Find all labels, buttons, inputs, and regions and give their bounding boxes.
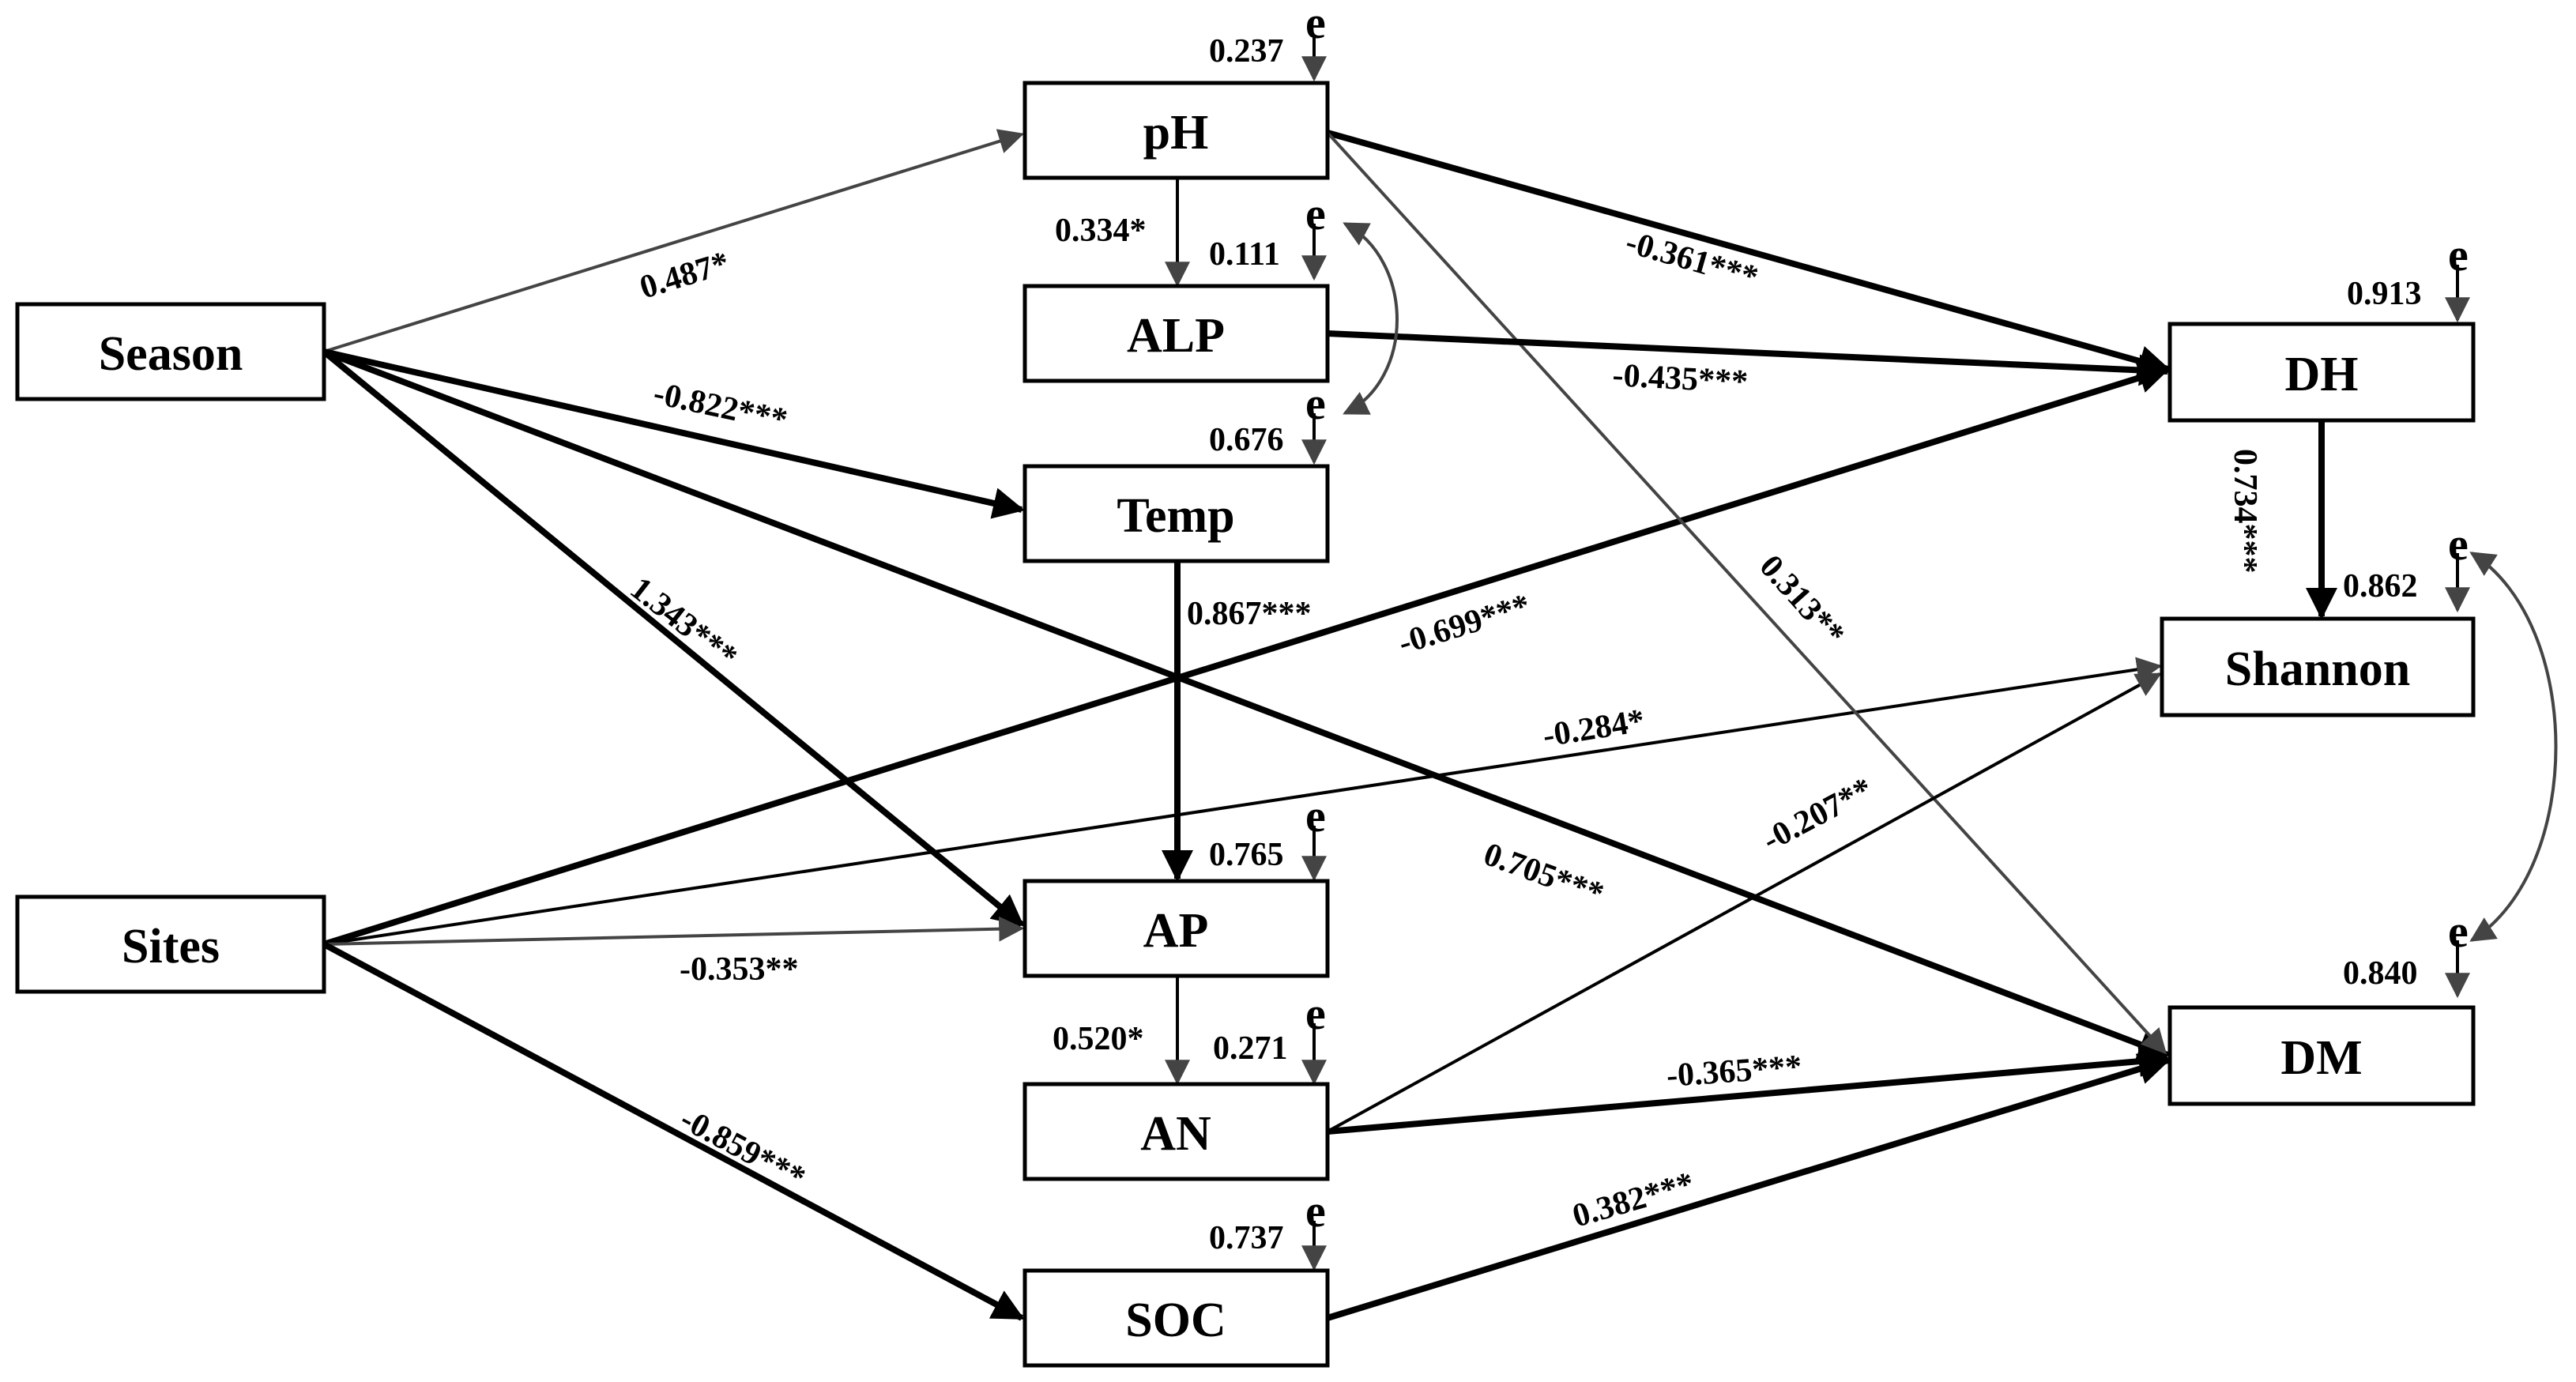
- node-ph: pH: [1022, 81, 1330, 180]
- path-season-ap: [322, 348, 1025, 928]
- path-an-dm: [1327, 1045, 2171, 1135]
- r2-shannon: 0.862: [2343, 568, 2418, 604]
- coef-sites-ap: -0.353**: [680, 951, 799, 988]
- error-symbol-dm: e: [2448, 906, 2469, 957]
- node-alp-label: ALP: [1127, 309, 1225, 363]
- coef-dh-shannon: 0.734***: [2227, 449, 2263, 574]
- node-ph-label: pH: [1143, 106, 1209, 160]
- path-sites-ap: [323, 916, 1025, 946]
- coef-sites-soc: -0.859***: [674, 1101, 811, 1196]
- node-dm: DM: [2167, 1005, 2476, 1106]
- covariance-alp-temp: [1343, 222, 1399, 415]
- path-sites-dh: [322, 362, 2171, 947]
- coef-an-dm: -0.365***: [1665, 1049, 1802, 1094]
- path-ph-dm: [1326, 131, 2167, 1055]
- path-sites-soc: [322, 941, 1025, 1321]
- r2-dm: 0.840: [2343, 955, 2418, 992]
- node-dh: DH: [2167, 322, 2476, 423]
- coef-ph-alp: 0.334*: [1055, 213, 1147, 249]
- nodes: Season Sites pH ALP Temp AP AN SOC: [15, 81, 2476, 1368]
- node-season: Season: [15, 302, 326, 401]
- error-symbol-alp: e: [1305, 188, 1326, 239]
- error-symbol-soc: e: [1305, 1185, 1326, 1237]
- coef-an-shannon: -0.207**: [1757, 771, 1878, 859]
- r2-ph: 0.237: [1209, 33, 1284, 70]
- error-arrows: [1301, 36, 2470, 1271]
- coef-season-ph: 0.487*: [635, 245, 733, 307]
- covariance-shannon-dm: [2469, 552, 2558, 942]
- path-season-temp: [323, 348, 1025, 519]
- error-symbol-ph: e: [1305, 0, 1326, 48]
- node-alp: ALP: [1022, 284, 1330, 383]
- coef-sites-dh: -0.699***: [1394, 587, 1534, 661]
- node-soc: SOC: [1022, 1268, 1330, 1368]
- coef-temp-ap: 0.867***: [1187, 596, 1312, 632]
- node-shannon: Shannon: [2160, 616, 2476, 717]
- node-dh-label: DH: [2285, 348, 2359, 401]
- r2-dh: 0.913: [2347, 276, 2422, 312]
- path-ph-dh: [1326, 130, 2171, 377]
- r2-an: 0.271: [1213, 1030, 1288, 1067]
- path-an-shannon: [1327, 672, 2162, 1133]
- node-ap-label: AP: [1143, 904, 1209, 958]
- coef-ap-an: 0.520*: [1053, 1021, 1144, 1057]
- path-alp-dh: [1327, 330, 2171, 386]
- coef-ph-dm: 0.313**: [1753, 548, 1852, 653]
- coef-alp-dh: -0.435***: [1611, 357, 1749, 401]
- coef-season-dm: 0.705***: [1479, 836, 1609, 913]
- path-season-dm: [322, 348, 2171, 1060]
- node-sites: Sites: [15, 894, 326, 994]
- node-an-label: AN: [1140, 1107, 1211, 1161]
- node-soc-label: SOC: [1125, 1294, 1226, 1347]
- node-season-label: Season: [99, 327, 243, 381]
- error-symbol-dh: e: [2448, 229, 2469, 281]
- r2-alp: 0.111: [1209, 236, 1280, 273]
- node-temp: Temp: [1022, 464, 1330, 563]
- node-temp-label: Temp: [1117, 489, 1234, 543]
- r2-soc: 0.737: [1209, 1220, 1284, 1256]
- path-soc-dm: [1326, 1053, 2171, 1321]
- path-season-ph: [323, 129, 1025, 353]
- path-arrows: [322, 129, 2337, 1321]
- node-shannon-label: Shannon: [2225, 642, 2410, 696]
- node-an: AN: [1022, 1082, 1330, 1181]
- node-sites-label: Sites: [122, 920, 220, 973]
- r2-temp: 0.676: [1209, 422, 1284, 458]
- error-symbol-temp: e: [1305, 378, 1326, 429]
- coef-season-ap: 1.343***: [623, 570, 744, 676]
- covariance-curves: [1343, 222, 2558, 942]
- error-symbol-ap: e: [1305, 790, 1326, 842]
- r2-ap: 0.765: [1209, 837, 1284, 873]
- node-dm-label: DM: [2280, 1031, 2362, 1085]
- node-ap: AP: [1022, 879, 1330, 978]
- error-symbols: e e e e e e e e e: [1305, 0, 2469, 1237]
- error-symbol-an: e: [1305, 988, 1326, 1039]
- r-squared-labels: 0.237 0.111 0.676 0.765 0.271 0.737 0.91…: [1209, 33, 2422, 1256]
- error-symbol-shannon: e: [2448, 518, 2469, 570]
